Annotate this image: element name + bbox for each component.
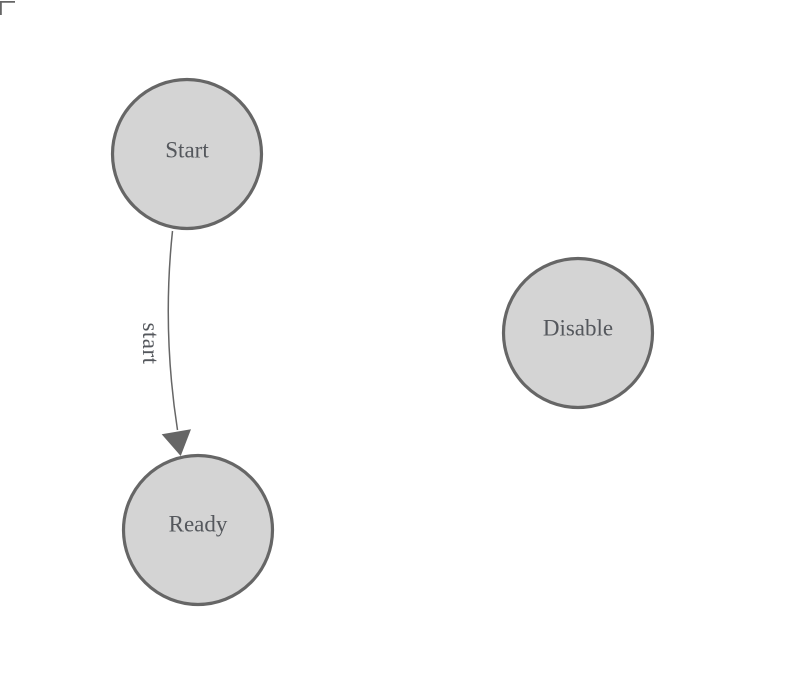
transition-line — [167, 230, 179, 431]
state-circle-disable[interactable] — [501, 256, 655, 410]
state-label-ready: Ready — [169, 512, 228, 537]
canvas-corner-mark — [0, 0, 15, 15]
state-node-start[interactable]: Start — [110, 77, 264, 231]
state-circle-ready[interactable] — [121, 453, 275, 607]
state-circle-start[interactable] — [110, 77, 264, 231]
transition-start-to-ready[interactable]: start — [138, 230, 191, 456]
state-label-disable: Disable — [543, 316, 613, 341]
transition-label[interactable]: start — [138, 322, 163, 364]
state-node-disable[interactable]: Disable — [501, 256, 655, 410]
state-node-ready[interactable]: Ready — [121, 453, 275, 607]
state-label-start: Start — [165, 138, 209, 163]
arrowhead-icon — [161, 429, 191, 456]
